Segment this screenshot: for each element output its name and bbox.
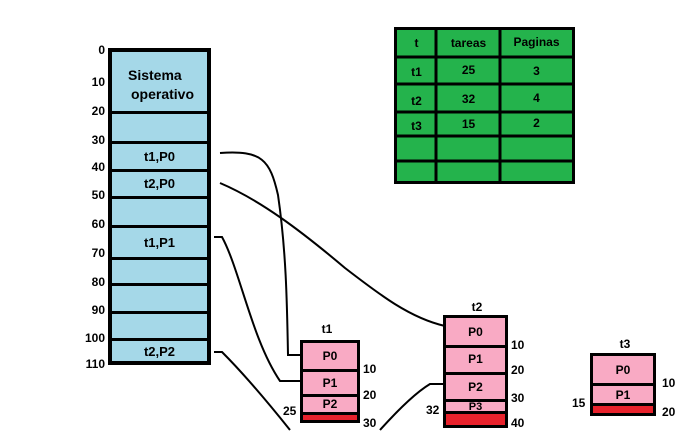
process-t1-size: 25 — [283, 404, 297, 418]
os-region: Sistema operativo — [128, 66, 194, 104]
internal-fragment — [446, 411, 505, 425]
memory-slot — [112, 311, 207, 341]
process-t3-mark: 10 — [662, 376, 676, 390]
page-row: P1 — [446, 345, 505, 373]
process-t2-mark: 30 — [511, 391, 525, 405]
table-cell: 25 — [461, 63, 476, 77]
task-table: t tareas Paginas t1 25 3 t2 32 4 t3 15 2 — [394, 27, 575, 184]
memory-slot — [112, 283, 207, 313]
table-cell: 3 — [533, 64, 540, 78]
address-label: 70 — [91, 246, 105, 260]
process-t1-title: t1 — [321, 322, 333, 336]
process-t2-title: t2 — [471, 300, 483, 314]
memory-slot-t2-p0: t2,P0 — [112, 169, 207, 199]
task-table-grid — [397, 30, 572, 181]
page-row: P1 — [593, 383, 653, 405]
process-t3-title: t3 — [619, 337, 631, 351]
process-t1-mark: 20 — [363, 388, 377, 402]
link-t2-p2 — [214, 351, 291, 431]
table-cell: 4 — [533, 91, 540, 105]
address-label: 80 — [91, 275, 105, 289]
link-t1-p1 — [214, 236, 300, 382]
memory-slot-t1-p1: t1,P1 — [112, 225, 207, 260]
page-row: P1 — [303, 369, 357, 395]
page-row: P3 — [446, 399, 505, 413]
os-label-line2: operativo — [131, 86, 195, 102]
process-t2-pages: P0 P1 P2 P3 — [443, 315, 508, 428]
address-label: 60 — [91, 217, 105, 231]
memory-slot — [112, 257, 207, 285]
table-cell: 15 — [461, 117, 476, 131]
process-t2-mark: 20 — [511, 363, 525, 377]
page-row: P2 — [303, 394, 357, 414]
table-cell: 2 — [533, 116, 540, 130]
address-label: 30 — [91, 133, 105, 147]
link-t2-p0 — [219, 182, 446, 327]
page-row: P0 — [322, 349, 338, 363]
os-label-line1: Sistema — [128, 67, 182, 83]
address-label: 50 — [91, 188, 105, 202]
page-row: P0 — [615, 363, 631, 377]
memory-slot — [112, 196, 207, 226]
memory-slot — [112, 111, 207, 142]
address-label: 40 — [91, 160, 105, 174]
internal-fragment — [593, 403, 653, 413]
address-label: 110 — [85, 357, 105, 371]
main-memory: Sistema operativo t1,P0 t2,P0 t1,P1 t2,P… — [108, 48, 211, 365]
process-t3-mark: 20 — [662, 405, 676, 419]
process-t1-mark: 30 — [363, 416, 377, 430]
address-label: 20 — [91, 104, 105, 118]
table-header: t — [414, 36, 419, 50]
table-cell: t3 — [411, 119, 422, 133]
process-t2-mark: 40 — [511, 416, 525, 430]
address-label: 10 — [91, 75, 105, 89]
process-t2-mark: 10 — [511, 338, 525, 352]
table-cell: t2 — [411, 94, 422, 108]
process-t3-size: 15 — [572, 396, 586, 410]
process-t1-pages: P0 P1 P2 — [300, 340, 360, 423]
table-cell: 32 — [461, 92, 476, 106]
table-header: Paginas — [513, 35, 560, 49]
link-t2-p2-in — [379, 383, 444, 431]
address-label: 90 — [91, 303, 105, 317]
process-t1-mark: 10 — [363, 362, 377, 376]
process-t3-pages: P0 P1 — [590, 353, 656, 416]
address-label: 0 — [98, 43, 105, 57]
table-cell: t1 — [411, 65, 422, 79]
page-row: P0 — [468, 325, 483, 339]
memory-slot-t1-p0: t1,P0 — [112, 141, 207, 172]
page-row: P2 — [446, 372, 505, 401]
internal-fragment — [303, 412, 357, 420]
process-t2-size: 32 — [426, 403, 440, 417]
memory-slot-t2-p2: t2,P2 — [112, 338, 207, 365]
address-label: 100 — [84, 331, 105, 345]
table-header: tareas — [450, 36, 487, 50]
link-t1-p0 — [219, 151, 300, 356]
